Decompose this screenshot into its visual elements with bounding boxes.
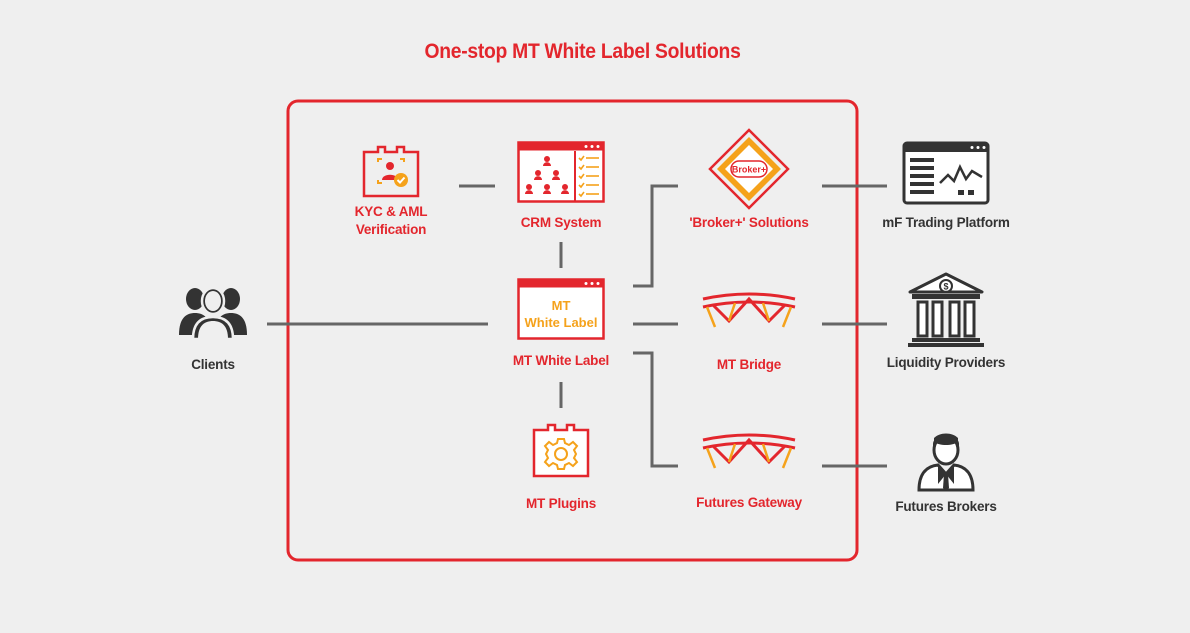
white-label-icon-line2: White Label (525, 315, 598, 330)
gateway-bridge-icon (702, 433, 796, 469)
broker-plus-icon-text: Broker+ (732, 165, 766, 175)
liquidity-node: $ Liquidity Providers (881, 272, 1011, 372)
bridge-node: MT Bridge (684, 291, 814, 374)
businessman-icon (917, 433, 975, 492)
liquidity-label: Liquidity Providers (886, 355, 1006, 370)
futures-gateway-node: Futures Gateway (684, 432, 814, 512)
bridge-label: MT Bridge (716, 357, 782, 372)
users-group-icon (179, 286, 247, 339)
diagram-title: One-stop MT White Label Solutions (424, 40, 741, 63)
futures-gateway-label: Futures Gateway (696, 495, 802, 510)
futures-brokers-node: Futures Brokers (881, 430, 1011, 516)
svg-text:$: $ (943, 282, 948, 292)
solutions-frame (286, 99, 859, 562)
white-label-window-icon: MT White Label (517, 278, 605, 340)
futures-brokers-label: Futures Brokers (895, 499, 997, 514)
connector-whitelabel-gateway (633, 351, 678, 468)
kyc-node: KYC & AML Verification (336, 143, 446, 239)
white-label-node: MT White Label MT White Label (501, 278, 621, 370)
connector-whitelabel-broker (633, 184, 678, 288)
plugin-gear-icon (532, 423, 590, 478)
trading-chart-window-icon (902, 141, 990, 205)
bridge-icon (702, 292, 796, 328)
broker-node: Broker+ 'Broker+' Solutions (684, 128, 814, 232)
clients-node: Clients (163, 283, 263, 374)
trading-platform-label: mF Trading Platform (882, 215, 1010, 230)
crm-label: CRM System (520, 215, 602, 230)
bank-dollar-icon: $ (908, 272, 984, 347)
kyc-badge-icon (362, 145, 420, 198)
plugins-node: MT Plugins (511, 421, 611, 513)
broker-plus-diamond-icon: Broker+ (708, 128, 790, 210)
crm-node: CRM System (501, 141, 621, 232)
plugins-label: MT Plugins (526, 496, 596, 511)
kyc-label-line1: KYC & AML (354, 204, 428, 219)
crm-org-chart-icon (517, 141, 605, 203)
white-label-label: MT White Label (512, 353, 610, 368)
trading-platform-node: mF Trading Platform (881, 141, 1011, 232)
white-label-icon-line1: MT (552, 298, 571, 313)
clients-label: Clients (191, 357, 235, 372)
kyc-label-line2: Verification (355, 222, 427, 237)
broker-label: 'Broker+' Solutions (689, 215, 809, 230)
